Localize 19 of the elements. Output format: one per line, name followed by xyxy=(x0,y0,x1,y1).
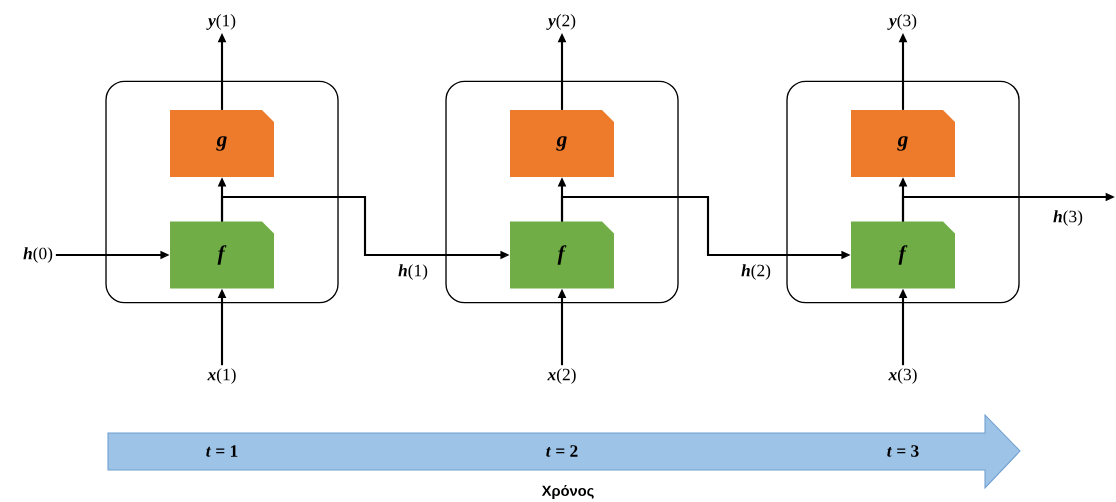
variable-label: $\mbox{\textbf{\textit{x}}(2)}$ xyxy=(547,368,576,384)
variable-label: $\mbox{\textbf{\textit{y}}(2)}$ xyxy=(546,14,576,30)
cell-box xyxy=(105,80,339,304)
function-box: $\mbox{\textbf{\textit{f}}}$ xyxy=(510,221,614,289)
edge-label: $\mbox{\textbf{\textit{h}}(3)}$ xyxy=(1051,208,1085,228)
function-box: $\mbox{\textbf{\textit{f}}}$ xyxy=(170,221,274,289)
function-box: $\mbox{\textbf{\textit{g}}}$ xyxy=(510,110,614,177)
variable-label: $\mbox{\textbf{\textit{h}}(0)}$ xyxy=(23,247,53,263)
edge-label: $\mbox{\textbf{\textit{h}}(1)}$ xyxy=(396,262,430,282)
variable-label: $\mbox{\textbf{\textit{x}}(1)}$ xyxy=(207,368,236,384)
function-box: $\mbox{\textbf{\textit{g}}}$ xyxy=(170,110,274,177)
variable-label: $\mbox{\textbf{\textit{x}}(3)}$ xyxy=(888,368,917,384)
cell-box xyxy=(445,80,679,304)
edge-label: $\mbox{\textbf{\textit{h}}(2)}$ xyxy=(739,262,773,282)
cell-box xyxy=(786,80,1020,304)
function-box: $\mbox{\textbf{\textit{f}}}$ xyxy=(851,221,955,289)
function-box: $\mbox{\textbf{\textit{g}}}$ xyxy=(851,110,955,177)
variable-label: $\mbox{\textbf{\textit{y}}(1)}$ xyxy=(206,14,236,30)
variable-label: $\mbox{\textbf{\textit{y}}(3)}$ xyxy=(887,14,917,30)
